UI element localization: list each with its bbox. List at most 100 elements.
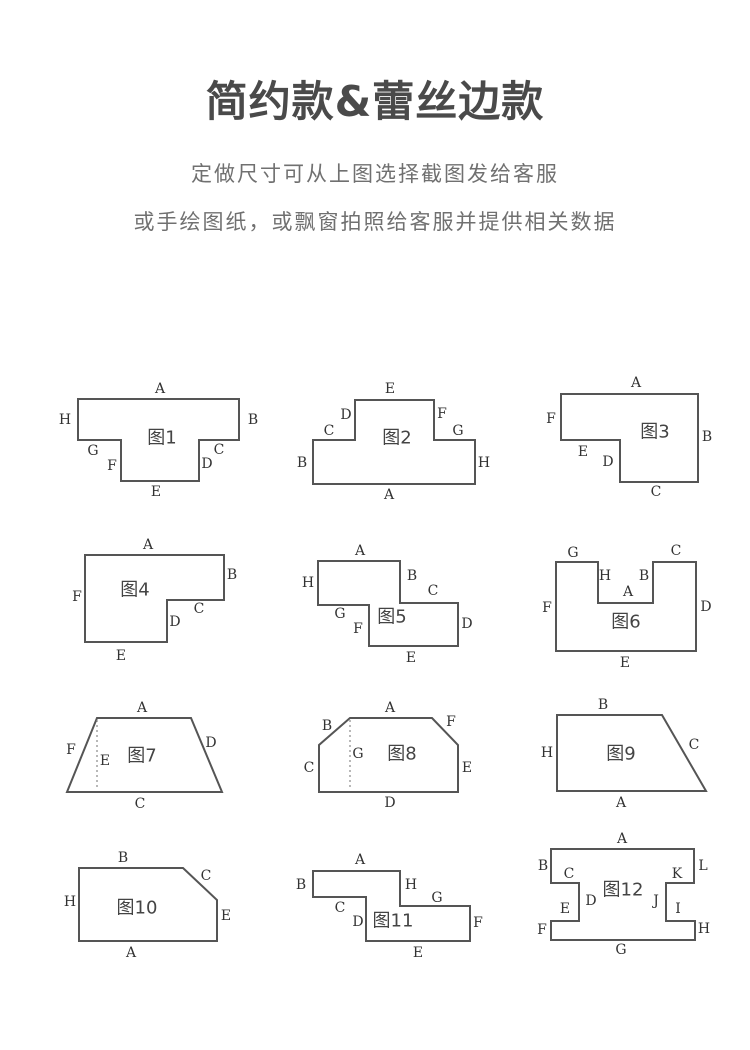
diagram-5: 图5 A B C D E F G H bbox=[302, 543, 473, 666]
diagram-5-label: H bbox=[302, 575, 314, 591]
diagram-12-label: H bbox=[698, 921, 710, 937]
diagram-4-label: A bbox=[142, 537, 154, 553]
diagram-8-label: D bbox=[384, 795, 395, 811]
diagram-7-label: D bbox=[205, 735, 216, 751]
diagram-6-label: A bbox=[622, 584, 634, 600]
diagram-8-label: C bbox=[304, 760, 315, 776]
diagram-9-label: B bbox=[598, 697, 608, 713]
diagram-12-outline bbox=[550, 848, 696, 941]
diagram-8-label: A bbox=[384, 700, 396, 716]
diagram-1-outline bbox=[77, 398, 240, 482]
diagram-12-label: G bbox=[615, 942, 626, 958]
diagram-6-label: G bbox=[567, 545, 578, 561]
diagram-10: 图10 B C E A H bbox=[64, 850, 231, 961]
diagram-4-label: C bbox=[194, 601, 205, 617]
diagram-7-outline bbox=[65, 717, 224, 793]
diagram-3: 图3 A B C D E F bbox=[546, 375, 712, 500]
diagram-4-label: B bbox=[227, 567, 237, 583]
diagram-10-name: 图10 bbox=[117, 898, 158, 919]
diagram-11-label: G bbox=[431, 890, 442, 906]
diagram-9-outline bbox=[556, 714, 708, 792]
diagram-2-label: B bbox=[297, 455, 307, 471]
diagram-2-label: C bbox=[324, 423, 335, 439]
diagram-8: 图8 A F E D C B G bbox=[304, 700, 472, 811]
diagram-2-label: F bbox=[437, 406, 447, 422]
diagram-11-label: E bbox=[413, 945, 423, 961]
diagram-2-label: G bbox=[452, 423, 463, 439]
diagram-11-label: A bbox=[354, 852, 366, 868]
diagram-5-label: D bbox=[461, 616, 472, 632]
diagram-6-label: D bbox=[700, 599, 711, 615]
diagram-5-label: C bbox=[428, 583, 439, 599]
instruction-line-1: 定做尺寸可从上图选择截图发给客服 bbox=[191, 162, 559, 186]
diagram-1-label: D bbox=[201, 456, 212, 472]
diagram-7-label: E bbox=[100, 753, 110, 769]
diagram-8-outline bbox=[318, 717, 459, 793]
diagram-1-label: G bbox=[87, 443, 98, 459]
diagram-10-outline bbox=[78, 867, 218, 942]
diagram-10-label: E bbox=[221, 908, 231, 924]
diagram-11-label: F bbox=[473, 915, 483, 931]
diagram-5-label: B bbox=[407, 568, 417, 584]
diagram-4-label: F bbox=[72, 589, 82, 605]
diagram-11-name: 图11 bbox=[373, 911, 414, 932]
diagram-1-label: F bbox=[107, 458, 117, 474]
diagram-6: 图6 G H A B C D E F bbox=[542, 543, 711, 671]
diagram-12-label: I bbox=[675, 901, 681, 917]
diagram-8-name: 图8 bbox=[387, 744, 416, 765]
diagram-8-label: G bbox=[352, 746, 363, 762]
page-title: 简约款&蕾丝边款 bbox=[205, 77, 545, 126]
diagram-9: 图9 B C A H bbox=[541, 697, 708, 811]
diagram-11-outline bbox=[312, 870, 471, 942]
diagram-5-label: A bbox=[354, 543, 366, 559]
diagram-6-outline bbox=[555, 561, 697, 652]
diagram-12-label: L bbox=[698, 858, 707, 874]
diagram-12-label: J bbox=[651, 893, 659, 909]
diagram-7: 图7 A D C F E bbox=[65, 700, 224, 812]
diagram-4: 图4 A B C D E F bbox=[72, 537, 237, 664]
diagram-12-label: C bbox=[564, 866, 575, 882]
diagram-10-label: B bbox=[118, 850, 128, 866]
diagram-1-name: 图1 bbox=[147, 428, 176, 449]
diagram-3-label: E bbox=[578, 444, 588, 460]
diagram-3-label: D bbox=[602, 454, 613, 470]
diagram-12-label: B bbox=[538, 858, 548, 874]
diagram-1-label: A bbox=[154, 381, 166, 397]
diagram-11-label: H bbox=[405, 877, 417, 893]
diagram-6-label: H bbox=[599, 568, 611, 584]
diagram-5-label: E bbox=[406, 650, 416, 666]
diagram-1-label: E bbox=[151, 484, 161, 500]
diagram-3-label: F bbox=[546, 411, 556, 427]
diagram-3-label: C bbox=[651, 484, 662, 500]
diagram-6-label: E bbox=[620, 655, 630, 671]
diagram-11-label: B bbox=[296, 877, 306, 893]
diagram-12-name: 图12 bbox=[603, 880, 644, 901]
diagram-2: 图2 E F G H A B C D bbox=[297, 381, 490, 503]
diagram-2-label: E bbox=[385, 381, 395, 397]
diagram-4-label: E bbox=[116, 648, 126, 664]
diagram-5-name: 图5 bbox=[377, 607, 406, 628]
diagram-4-label: D bbox=[169, 614, 180, 630]
diagram-6-label: B bbox=[639, 568, 649, 584]
diagram-4-name: 图4 bbox=[120, 580, 149, 601]
diagram-3-outline bbox=[560, 393, 699, 483]
diagram-5-outline bbox=[317, 560, 459, 647]
diagram-12: 图12 A L K I J H G F E D C B bbox=[537, 831, 710, 958]
instruction-line-2: 或手绘图纸，或飘窗拍照给客服并提供相关数据 bbox=[133, 210, 617, 234]
diagram-6-name: 图6 bbox=[611, 612, 640, 633]
diagram-12-label: F bbox=[537, 922, 547, 938]
diagram-5-label: F bbox=[353, 621, 363, 637]
diagram-8-label: E bbox=[462, 760, 472, 776]
diagram-1-label: B bbox=[248, 412, 258, 428]
diagram-8-label: F bbox=[446, 714, 456, 730]
diagram-2-outline bbox=[312, 399, 476, 485]
diagram-11: 图11 A H G F E D C B bbox=[296, 852, 483, 961]
diagram-2-label: A bbox=[383, 487, 395, 503]
diagram-8-label: B bbox=[322, 718, 332, 734]
diagram-12-label: K bbox=[672, 866, 683, 882]
diagram-2-label: H bbox=[478, 455, 490, 471]
diagram-7-label: A bbox=[136, 700, 148, 716]
diagram-3-name: 图3 bbox=[640, 422, 669, 443]
diagram-9-label: H bbox=[541, 745, 553, 761]
